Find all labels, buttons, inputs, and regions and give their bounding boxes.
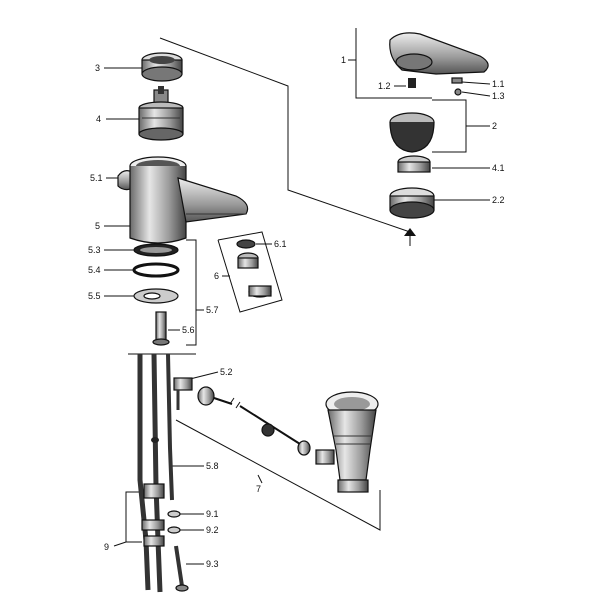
- bracket-6: [217, 231, 283, 313]
- label-1: 1: [341, 55, 346, 65]
- part-1-lever-handle: [389, 32, 489, 96]
- label-1-3: 1.3: [492, 91, 505, 101]
- leader-1-3: [461, 91, 491, 97]
- label-9-3: 9.3: [206, 559, 219, 569]
- part-5-4-ring: [132, 262, 180, 278]
- part-6-1-seal: [236, 239, 256, 249]
- part-9-3-rod: [174, 545, 189, 592]
- label-5-4: 5.4: [88, 265, 101, 275]
- part-9-1-washer: [167, 510, 181, 518]
- part-5-5-washer: [133, 288, 179, 304]
- label-2: 2: [492, 121, 497, 131]
- part-waste-body: [315, 391, 379, 493]
- part-3-ring-nut: [141, 52, 183, 82]
- bracket-9: [125, 491, 142, 543]
- label-5: 5: [95, 221, 100, 231]
- label-1-2: 1.2: [378, 81, 391, 91]
- label-6-1: 6.1: [274, 239, 287, 249]
- part-5-6-bolt: [152, 311, 170, 346]
- part-1-2-insert: [408, 78, 416, 88]
- label-5-7: 5.7: [206, 305, 219, 315]
- label-5-6: 5.6: [182, 325, 195, 335]
- label-4-1: 4.1: [492, 163, 505, 173]
- bracket-2: [432, 99, 467, 153]
- part-7-pop-up-rod: [197, 386, 311, 456]
- part-1-3-cap: [454, 88, 462, 96]
- bracket-7: [175, 419, 381, 531]
- callout-labels: 3 4 5.1 5 5.3 5.4 5.5 5.7 5.6 5.2 5.8 7 …: [88, 55, 505, 569]
- part-9-fittings: [141, 483, 181, 547]
- bracket-5-7: [186, 239, 197, 346]
- label-5-1: 5.1: [90, 173, 103, 183]
- label-7: 7: [256, 484, 261, 494]
- label-5-3: 5.3: [88, 245, 101, 255]
- label-6: 6: [214, 271, 219, 281]
- part-9-2-washer: [167, 526, 181, 534]
- leader-9: [113, 541, 127, 547]
- part-4-1-spring: [397, 155, 431, 173]
- bracket-1: [355, 28, 432, 99]
- part-5-3-gasket: [133, 243, 179, 257]
- label-5-8: 5.8: [206, 461, 219, 471]
- connection-line-main: [159, 37, 411, 233]
- part-1-1-screw: [451, 77, 463, 84]
- label-3: 3: [95, 63, 100, 73]
- leader-1-1: [461, 81, 491, 85]
- part-6-aerator: [236, 239, 272, 298]
- label-5-5: 5.5: [88, 291, 101, 301]
- part-4-cartridge: [138, 86, 184, 141]
- label-9-2: 9.2: [206, 525, 219, 535]
- label-5-2: 5.2: [220, 367, 233, 377]
- label-9-1: 9.1: [206, 509, 219, 519]
- part-5-2-rod-connector: [173, 377, 193, 410]
- part-5-8-hoses: [137, 353, 174, 593]
- part-2-2-nut: [389, 187, 435, 219]
- label-2-2: 2.2: [492, 195, 505, 205]
- leader-7: [257, 474, 263, 484]
- leader-lines: [104, 28, 491, 565]
- label-9: 9: [104, 542, 109, 552]
- part-5-mixer-body: [117, 156, 249, 244]
- label-1-1: 1.1: [492, 79, 505, 89]
- part-2-cap: [389, 112, 435, 153]
- label-4: 4: [96, 114, 101, 124]
